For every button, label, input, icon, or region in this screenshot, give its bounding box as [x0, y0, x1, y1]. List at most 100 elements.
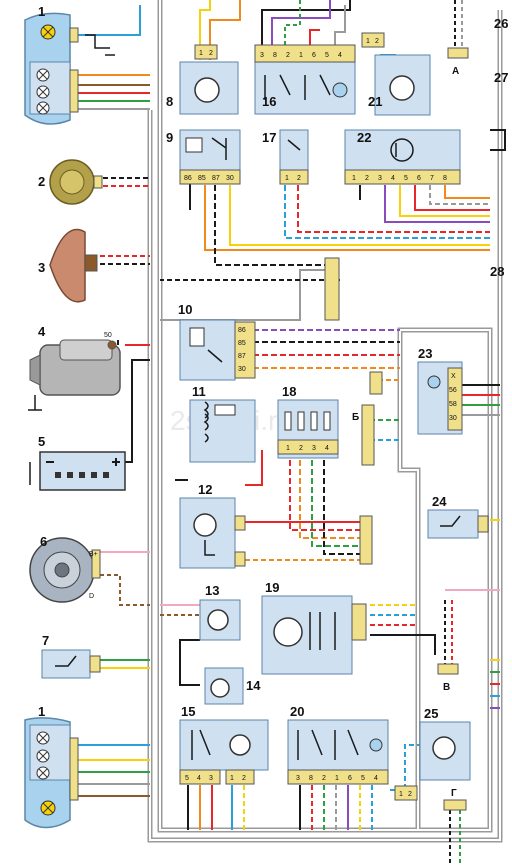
component-8: 1 2 8 — [166, 44, 239, 115]
alternator-terminal-d: D — [89, 593, 94, 600]
c15-pin-0: 5 — [185, 775, 189, 782]
c16-pin-0: 3 — [260, 52, 264, 59]
c17-pin-1: 2 — [297, 175, 301, 182]
c25-pin-0: 1 — [399, 791, 403, 798]
label-8: 8 — [166, 94, 173, 109]
component-15: 5 4 3 1 2 15 — [179, 704, 269, 785]
component-23: X 56 58 30 23 — [417, 346, 463, 435]
label-3: 3 — [38, 260, 45, 275]
headlight-unit-top: 1 — [24, 4, 115, 125]
c18-pin-3: 4 — [325, 445, 329, 452]
label-12: 12 — [198, 482, 212, 497]
label-16: 16 — [262, 94, 276, 109]
starter-terminal-50: 50 — [104, 332, 112, 339]
c8-pin-0: 1 — [199, 50, 203, 57]
label-11: 11 — [192, 384, 206, 399]
label-21: 21 — [368, 94, 382, 109]
wires-lower — [160, 589, 500, 866]
c9-pin-2: 87 — [212, 175, 220, 182]
label-17: 17 — [262, 130, 276, 145]
c9-pin-0: 86 — [184, 175, 192, 182]
c23-pin-3: 30 — [449, 415, 457, 422]
c20-pin-1: 8 — [309, 775, 313, 782]
c16-pin-2: 2 — [286, 52, 290, 59]
label-6: 6 — [40, 534, 47, 549]
label-5: 5 — [38, 434, 45, 449]
component-9: 86 85 87 30 9 — [166, 129, 241, 185]
c22-pin-7: 8 — [443, 175, 447, 182]
c18-pin-0: 1 — [286, 445, 290, 452]
c22-pin-6: 7 — [430, 175, 434, 182]
c9-pin-1: 85 — [198, 175, 206, 182]
component-21: 1 2 21 — [361, 32, 431, 116]
c10-pin-2: 87 — [238, 353, 246, 360]
c10-pin-3: 30 — [238, 366, 246, 373]
label-27: 27 — [494, 70, 508, 85]
c18-pin-2: 3 — [312, 445, 316, 452]
c10-pin-1: 85 — [238, 340, 246, 347]
label-2: 2 — [38, 174, 45, 189]
label-26: 26 — [494, 16, 508, 31]
letter-A: А — [452, 66, 459, 77]
component-25: 1 2 25 — [394, 706, 471, 801]
c20-pin-6: 4 — [374, 775, 378, 782]
label-9: 9 — [166, 130, 173, 145]
horn-secondary: 3 — [38, 228, 98, 303]
alternator-terminal-bplus: B+ — [89, 551, 98, 558]
label-7: 7 — [42, 633, 49, 648]
battery: 5 — [29, 434, 126, 491]
c20-pin-5: 5 — [361, 775, 365, 782]
alternator: B+ D 6 — [29, 534, 101, 603]
label-4: 4 — [38, 324, 46, 339]
component-17: 1 2 17 — [262, 129, 309, 185]
c23-pin-2: 58 — [449, 401, 457, 408]
c21-pin-1: 2 — [375, 38, 379, 45]
wires-top — [160, 0, 490, 321]
c15-pin-4: 2 — [242, 775, 246, 782]
label-25: 25 — [424, 706, 438, 721]
c16-pin-4: 6 — [312, 52, 316, 59]
label-22: 22 — [357, 130, 371, 145]
marker-G: Г — [443, 788, 467, 811]
marker-A: А — [447, 47, 469, 77]
c15-pin-3: 1 — [230, 775, 234, 782]
label-23: 23 — [418, 346, 432, 361]
label-19: 19 — [265, 580, 279, 595]
c16-pin-3: 1 — [299, 52, 303, 59]
c20-pin-0: 3 — [296, 775, 300, 782]
c22-pin-2: 3 — [378, 175, 382, 182]
label-14: 14 — [246, 678, 261, 693]
starter: 50 4 — [28, 324, 121, 411]
c22-pin-1: 2 — [365, 175, 369, 182]
harness-trunks — [147, 0, 506, 843]
component-24: 24 — [427, 494, 489, 539]
component-12: 12 — [179, 482, 246, 569]
wires-left — [75, 5, 150, 797]
label-1-bottom: 1 — [38, 704, 45, 719]
splice-block-28: 28 — [324, 257, 504, 321]
c23-pin-1: 56 — [449, 387, 457, 394]
letter-G: Г — [451, 788, 457, 799]
label-18: 18 — [282, 384, 296, 399]
c10-pin-0: 86 — [238, 327, 246, 334]
c21-pin-0: 1 — [366, 38, 370, 45]
component-22: 1 2 3 4 5 6 7 8 22 — [344, 129, 461, 185]
label-10: 10 — [178, 302, 192, 317]
c15-pin-1: 4 — [197, 775, 201, 782]
c16-pin-1: 8 — [273, 52, 277, 59]
label-13: 13 — [205, 583, 219, 598]
label-24: 24 — [432, 494, 447, 509]
c16-pin-5: 5 — [325, 52, 329, 59]
c15-pin-2: 3 — [209, 775, 213, 782]
label-1-top: 1 — [38, 4, 45, 19]
c22-pin-5: 6 — [417, 175, 421, 182]
horn: 2 — [38, 159, 103, 205]
label-20: 20 — [290, 704, 304, 719]
c22-pin-3: 4 — [391, 175, 395, 182]
c25-pin-1: 2 — [408, 791, 412, 798]
label-28: 28 — [490, 264, 504, 279]
marker-V: В — [437, 663, 459, 693]
component-13: 13 — [199, 583, 241, 641]
switch-7: 7 — [41, 633, 101, 679]
